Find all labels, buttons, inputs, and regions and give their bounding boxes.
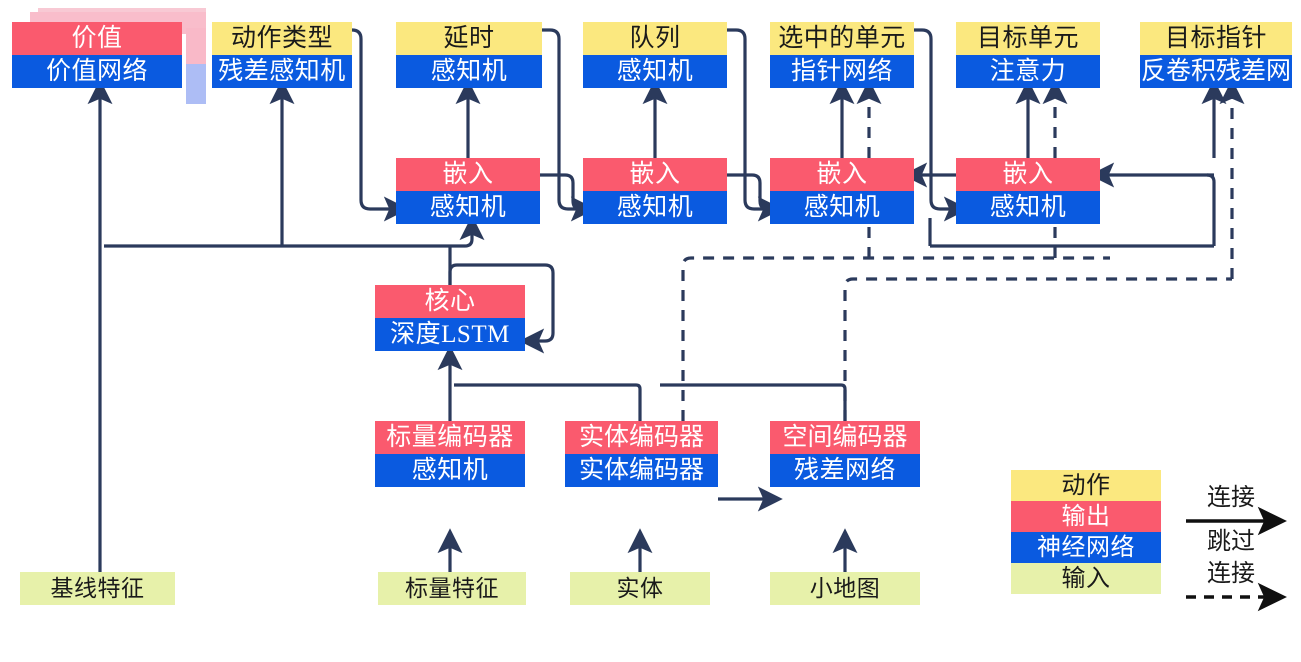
legend-output-swatch: 输出 [1011, 501, 1161, 532]
core-network-band: 深度LSTM [375, 318, 525, 351]
wire-queue-to-embed3 [727, 28, 783, 222]
queue-network-band: 感知机 [583, 55, 727, 88]
legend-network-swatch: 神经网络 [1011, 532, 1161, 563]
action-type-action-band: 动作类型 [212, 22, 352, 55]
node-embed-1[interactable]: 嵌入 感知机 [396, 158, 540, 224]
scalar-encoder-network-band: 感知机 [375, 454, 525, 487]
target-point-network-band: 反卷积残差网 [1140, 55, 1292, 88]
embed-3-network-band: 感知机 [770, 191, 914, 224]
embed-2-output-band: 嵌入 [583, 158, 727, 191]
node-value[interactable]: 价值 价值网络 [12, 22, 182, 88]
selected-units-network-band: 指针网络 [770, 55, 914, 88]
skip-entity-bus [681, 256, 1110, 421]
wire-spatial-enc-to-bus [660, 383, 847, 421]
scalar-features-label: 标量特征 [378, 572, 526, 605]
target-unit-action-band: 目标单元 [956, 22, 1100, 55]
embed-1-output-band: 嵌入 [396, 158, 540, 191]
node-entity-encoder[interactable]: 实体编码器 实体编码器 [565, 421, 718, 487]
node-delay[interactable]: 延时 感知机 [396, 22, 542, 88]
legend-swatch-column: 动作 输出 神经网络 输入 [1011, 470, 1161, 594]
node-scalar-encoder[interactable]: 标量编码器 感知机 [375, 421, 525, 487]
node-queue[interactable]: 队列 感知机 [583, 22, 727, 88]
embed-4-network-band: 感知机 [956, 191, 1100, 224]
node-spatial-encoder[interactable]: 空间编码器 残差网络 [770, 421, 920, 487]
legend-input-swatch: 输入 [1011, 563, 1161, 594]
node-scalar-features[interactable]: 标量特征 [378, 572, 526, 605]
node-embed-3[interactable]: 嵌入 感知机 [770, 158, 914, 224]
embed-4-output-band: 嵌入 [956, 158, 1100, 191]
entity-encoder-network-band: 实体编码器 [565, 454, 718, 487]
wire-embed2-to-embed3-link [727, 173, 770, 211]
wire-bus-to-embed1 [450, 215, 485, 248]
wire-embed4-feed-riser [1206, 173, 1216, 246]
legend-skip-label-line1: 跳过 [1207, 529, 1255, 555]
entities-label: 实体 [570, 572, 710, 605]
entity-encoder-output-band: 实体编码器 [565, 421, 718, 454]
wire-entity-enc-to-bus [454, 383, 642, 421]
delay-network-band: 感知机 [396, 55, 542, 88]
value-network-band: 价值网络 [12, 55, 182, 88]
legend-action-swatch: 动作 [1011, 470, 1161, 501]
legend-connection-label: 连接 [1207, 485, 1255, 511]
baseline-features-label: 基线特征 [20, 572, 175, 605]
queue-action-band: 队列 [583, 22, 727, 55]
target-point-action-band: 目标指针 [1140, 22, 1292, 55]
node-selected-units[interactable]: 选中的单元 指针网络 [770, 22, 914, 88]
wire-selected-units-to-embed4 [914, 28, 969, 222]
node-core[interactable]: 核心 深度LSTM [375, 285, 525, 351]
wire-delay-to-embed2 [542, 28, 596, 222]
node-embed-2[interactable]: 嵌入 感知机 [583, 158, 727, 224]
node-target-unit[interactable]: 目标单元 注意力 [956, 22, 1100, 88]
selected-units-action-band: 选中的单元 [770, 22, 914, 55]
spatial-encoder-network-band: 残差网络 [770, 454, 920, 487]
embed-3-output-band: 嵌入 [770, 158, 914, 191]
action-type-network-band: 残差感知机 [212, 55, 352, 88]
target-unit-network-band: 注意力 [956, 55, 1100, 88]
node-target-point[interactable]: 目标指针 反卷积残差网 [1140, 22, 1292, 88]
node-minimap[interactable]: 小地图 [770, 572, 920, 605]
embed-2-network-band: 感知机 [583, 191, 727, 224]
skip-spatial-bus [843, 277, 1232, 421]
spatial-encoder-output-band: 空间编码器 [770, 421, 920, 454]
node-action-type[interactable]: 动作类型 残差感知机 [212, 22, 352, 88]
minimap-label: 小地图 [770, 572, 920, 605]
embed-1-network-band: 感知机 [396, 191, 540, 224]
wire-embed1-to-embed2-link [540, 173, 583, 211]
legend-skip-label-line2: 连接 [1207, 561, 1255, 587]
scalar-encoder-output-band: 标量编码器 [375, 421, 525, 454]
node-embed-4[interactable]: 嵌入 感知机 [956, 158, 1100, 224]
core-output-band: 核心 [375, 285, 525, 318]
node-baseline-features[interactable]: 基线特征 [20, 572, 175, 605]
delay-action-band: 延时 [396, 22, 542, 55]
node-entities[interactable]: 实体 [570, 572, 710, 605]
value-output-band: 价值 [12, 22, 182, 55]
